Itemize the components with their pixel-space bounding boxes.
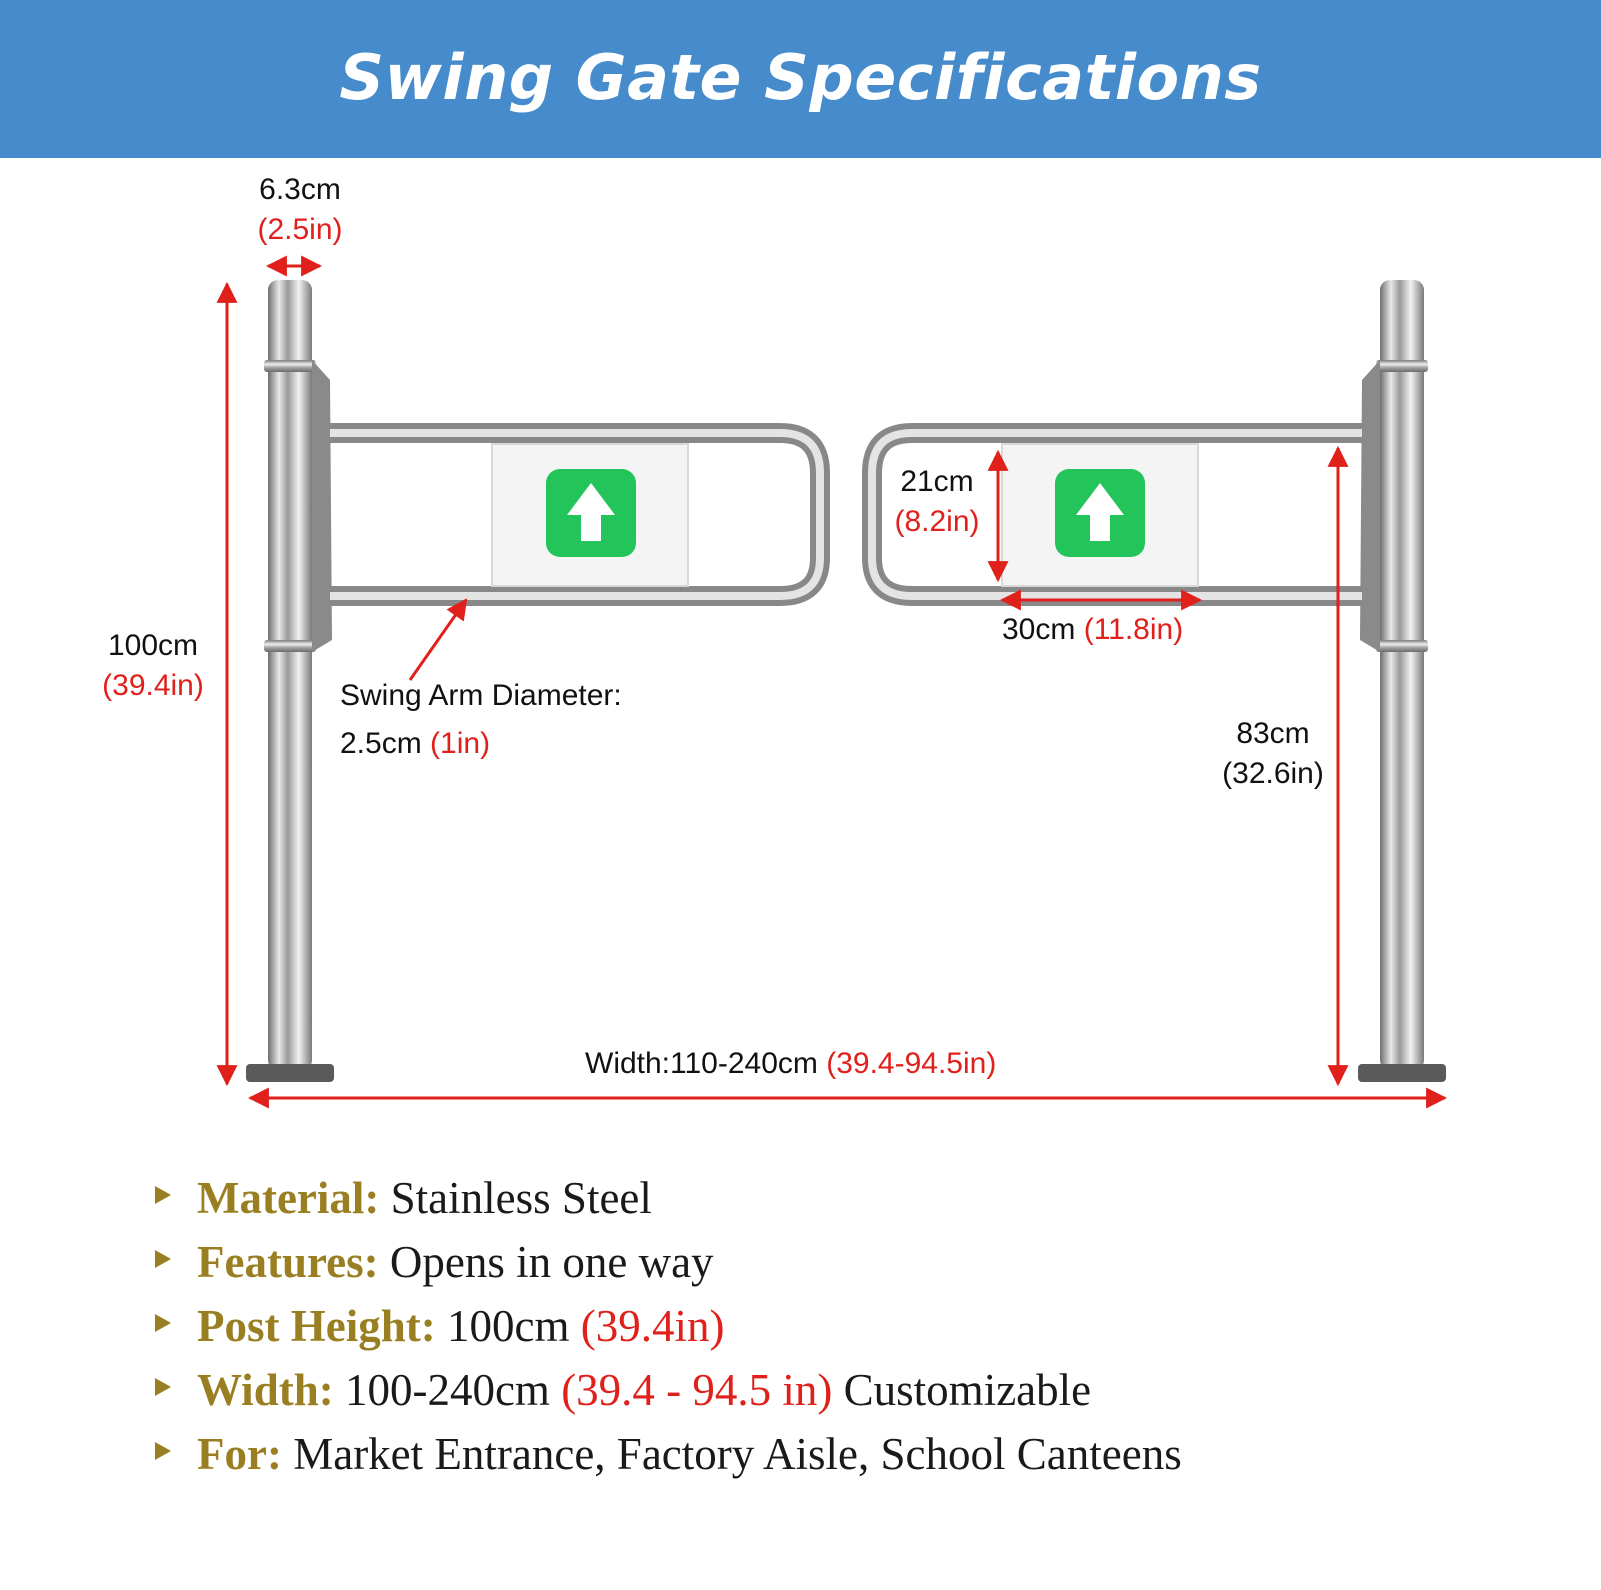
left-post: [246, 280, 334, 1082]
left-swing-arm: [330, 423, 830, 606]
swing-arm-diameter-label: Swing Arm Diameter: 2.5cm (1in): [340, 679, 622, 760]
spec-item-post-height: Post Height: 100cm (39.4in): [155, 1298, 1555, 1362]
triangle-bullet-icon: [155, 1378, 171, 1396]
triangle-bullet-icon: [155, 1314, 171, 1332]
spec-item-features: Features: Opens in one way: [155, 1234, 1555, 1298]
spec-item-width: Width: 100-240cm (39.4 - 94.5 in) Custom…: [155, 1362, 1555, 1426]
post-diameter-label: 6.3cm (2.5in): [257, 173, 343, 246]
triangle-bullet-icon: [155, 1442, 171, 1460]
arm-mount-height-label: 83cm (32.6in): [1222, 717, 1324, 790]
spec-item-material: Material: Stainless Steel: [155, 1170, 1555, 1234]
arm-diameter-pointer: [408, 598, 468, 681]
triangle-bullet-icon: [155, 1250, 171, 1268]
arm-height-label: 21cm (8.2in): [894, 465, 980, 538]
spec-item-for: For: Market Entrance, Factory Aisle, Sch…: [155, 1426, 1555, 1490]
post-height-label: 100cm (39.4in): [102, 629, 204, 702]
arm-length-label: 30cm (11.8in): [1002, 613, 1184, 646]
page-title: Swing Gate Specifications: [339, 40, 1262, 114]
title-banner: Swing Gate Specifications: [0, 0, 1601, 158]
right-post: [1358, 280, 1446, 1082]
swing-gate-diagram: [216, 255, 1448, 1109]
triangle-bullet-icon: [155, 1186, 171, 1204]
up-arrow-icon: [567, 483, 615, 541]
up-arrow-icon: [1076, 483, 1124, 541]
width-label: Width:110-240cm (39.4-94.5in): [585, 1047, 997, 1080]
right-swing-arm: [862, 423, 1362, 606]
specs-list: Material: Stainless Steel Features: Open…: [155, 1170, 1555, 1490]
